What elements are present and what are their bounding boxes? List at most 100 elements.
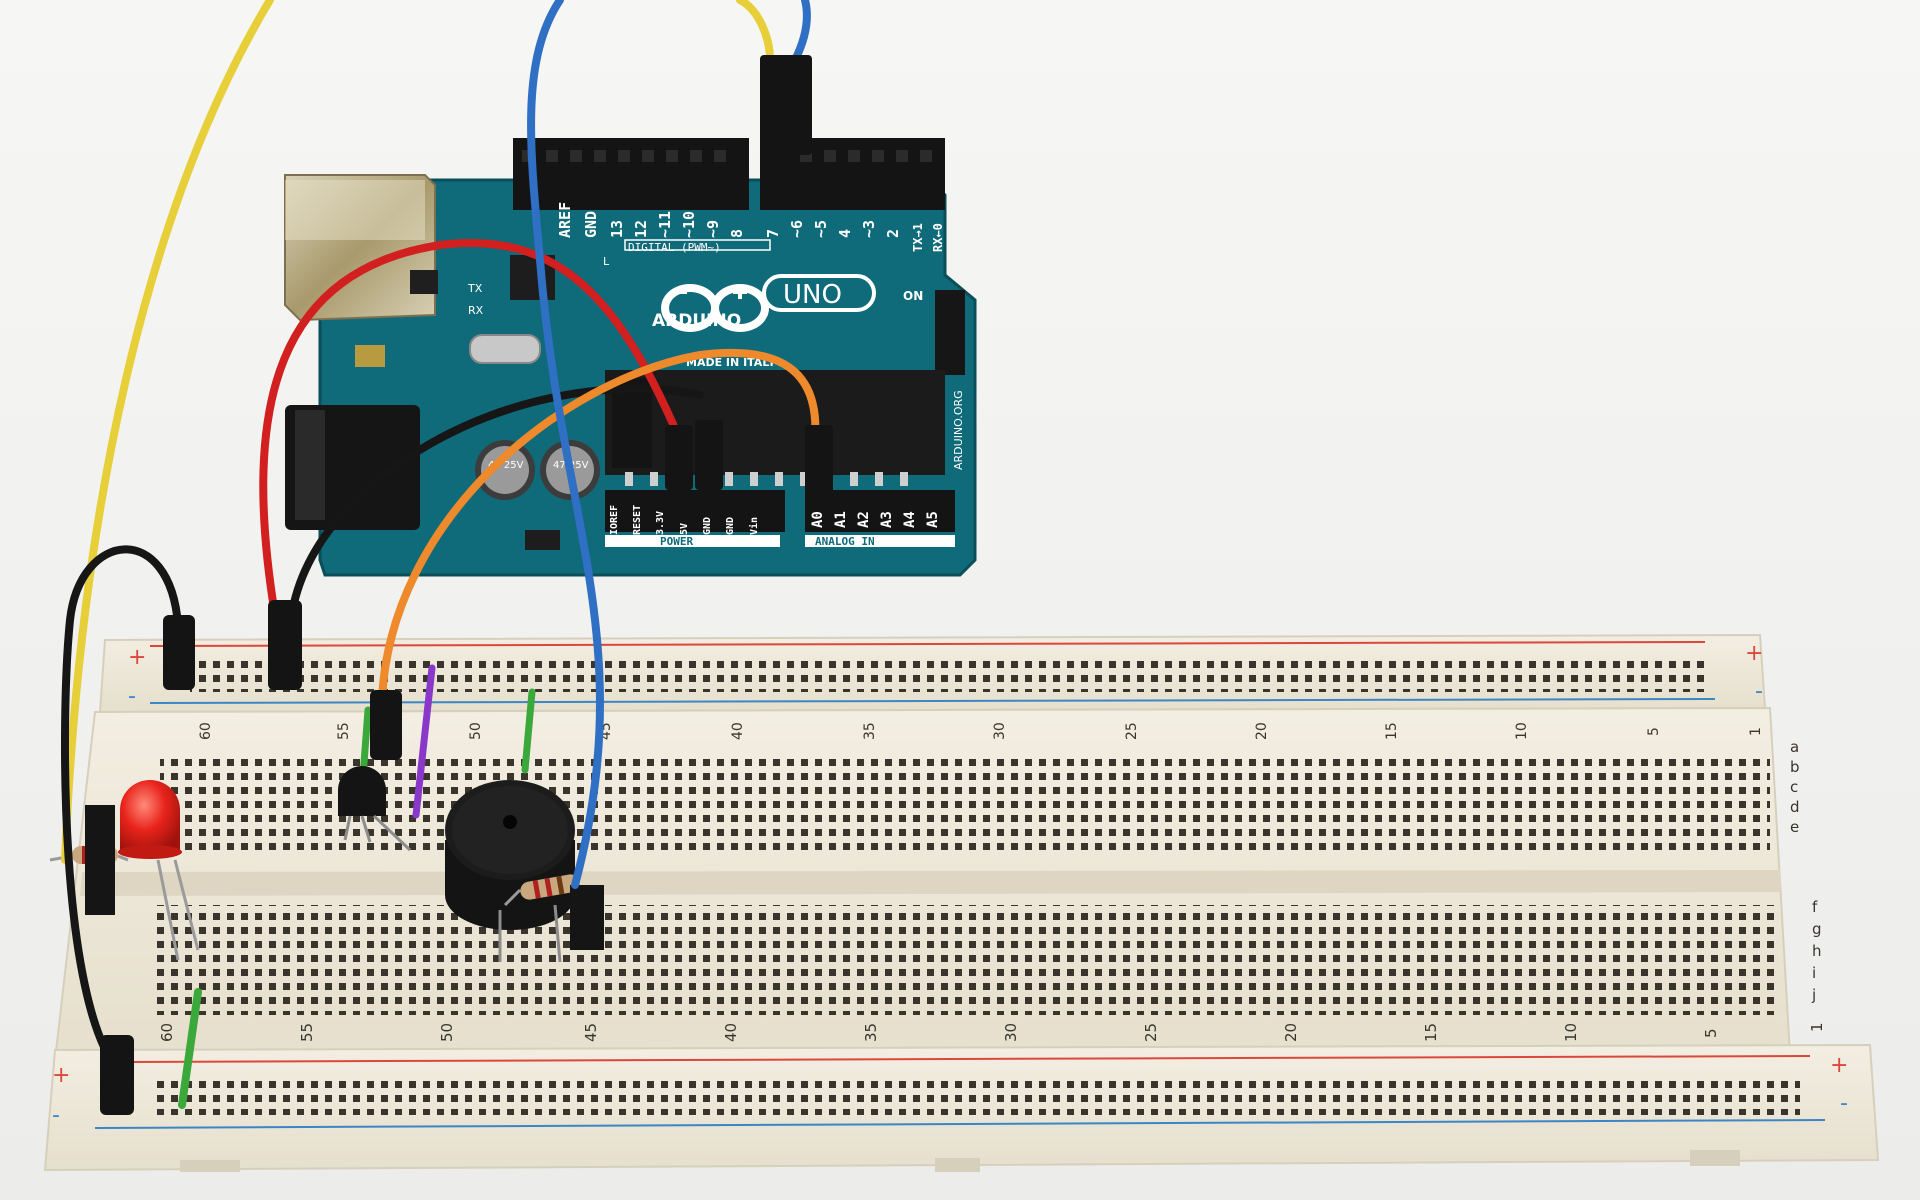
regulator [410,270,438,294]
a0-label: A0 [810,511,826,528]
arduino-logo-text: ARDUINO [652,311,741,331]
crystal-oscillator [469,334,541,364]
col-25-top: 25 [1124,722,1140,740]
pin-1-label: TX→1 [911,223,925,252]
col-10-bottom: 10 [1562,1023,1580,1042]
power-jack [285,405,420,530]
pin-0-label: RX←0 [931,223,945,252]
col-60-bottom: 60 [158,1023,176,1042]
col-40-bottom: 40 [722,1023,740,1042]
analog-pin-labels: A0 A1 A2 A3 A4 A5 [810,511,941,528]
digital-pwm-label: DIGITAL (PWM~) [628,241,721,254]
power-label: POWER [660,535,693,548]
col-1-bottom: 1 [1808,1022,1826,1032]
a5-label: A5 [925,511,941,528]
icsp-header [935,290,965,375]
bottom-rail-plus-right: + [1830,1053,1848,1078]
rx-led-label: RX [468,304,484,317]
wire-connector [85,805,115,915]
bottom-rail-minus-right: - [1840,1091,1848,1116]
aref-label: AREF [556,202,574,238]
col-25-bottom: 25 [1142,1023,1160,1042]
blue-jumper-wire [791,0,811,64]
blue-jumper-wire [527,0,604,889]
row-b: b [1790,758,1800,776]
pin-2-label: 2 [884,229,902,238]
power-pin-labels: IOREF RESET 3.3V 5V GND GND Vin [609,505,760,535]
black-jumper-wire [61,545,182,1074]
col-30-top: 30 [992,722,1008,740]
pin-6-label: ~6 [788,220,806,238]
usb-connector [284,174,436,322]
yellow-jumper-wire [61,0,274,864]
reset-label: RESET [632,505,643,535]
top-column-numbers: 60 55 50 45 40 35 30 25 20 15 10 5 1 [198,722,1764,740]
top-row-letters: a b c d e [1790,738,1800,836]
transistor [338,766,412,852]
digital-pin-labels: AREF GND 13 12 ~11 ~10 ~9 8 7 ~6 ~5 4 ~3… [556,202,945,252]
l-led-label: L [603,255,610,268]
green-jumper-wire [521,688,536,774]
wire-connectors [100,55,833,1115]
purple-jumper-wire [412,664,436,819]
pin-4-label: 4 [836,229,854,238]
dupont-connector [268,600,302,690]
breadboard: + - + - 60 55 50 45 40 35 30 25 20 15 10… [43,633,1880,1172]
col-20-top: 20 [1254,722,1270,740]
pin-7-label: 7 [764,229,782,238]
top-rail-minus-right: - [1755,679,1763,704]
col-20-bottom: 20 [1282,1023,1300,1042]
pin-13-label: 13 [608,220,626,238]
5v-label: 5V [679,523,690,535]
tx-led-label: TX [467,282,483,295]
pin-9-label: ~9 [704,220,722,238]
col-60-top: 60 [198,722,214,740]
pin-5-label: ~5 [812,220,830,238]
pin-12-label: 12 [632,220,650,238]
dupont-connector [805,425,833,495]
ioref-label: IOREF [609,505,620,535]
dupont-connector [760,55,812,155]
pin-8-label: 8 [728,229,746,238]
top-rail-plus-left: + [128,645,146,670]
top-rail-minus-left: - [128,684,136,709]
row-d: d [1790,798,1800,816]
yellow-jumper-wire [736,0,774,64]
minus-icon [673,290,687,294]
fuse [355,345,385,367]
analog-in-label: ANALOG IN [815,535,875,548]
made-in-italy-label: MADE IN ITALY [686,356,777,369]
pin-3-label: ~3 [860,220,878,238]
col-15-bottom: 15 [1422,1023,1440,1042]
diode [525,530,560,550]
a2-label: A2 [856,511,872,528]
uno-label: UNO [783,280,842,310]
bottom-column-numbers: 60 55 50 45 40 35 30 25 20 15 10 5 1 [158,1022,1826,1042]
col-35-bottom: 35 [862,1023,880,1042]
electrolytic-capacitor: 47 25V [475,440,535,500]
col-55-bottom: 55 [298,1023,316,1042]
row-i: i [1812,964,1816,982]
row-j: j [1811,986,1816,1004]
arduino-uno-board: AREF GND 13 12 ~11 ~10 ~9 8 7 ~6 ~5 4 ~3… [284,138,977,577]
analog-header [805,490,955,532]
pin-10-label: ~10 [680,211,698,238]
col-40-top: 40 [730,722,746,740]
arduino-org-label: ARDUINO.ORG [952,390,965,470]
dupont-connector [695,420,723,490]
gnd-top-label: GND [582,211,600,238]
row-g: g [1812,920,1822,938]
top-rail-plus-right: + [1745,641,1763,666]
digital-header [513,138,945,210]
col-5-top: 5 [1646,727,1662,736]
pin-11-label: ~11 [656,211,674,238]
col-55-top: 55 [336,722,352,740]
dupont-connector [163,615,195,690]
bottom-rail-plus-left: + [52,1063,70,1088]
black-jumper-wire [286,384,704,634]
col-10-top: 10 [1514,722,1530,740]
bottom-rail-minus-left: - [52,1103,60,1128]
resistor [503,874,580,907]
capacitor-1-label: 47 25V [488,460,524,471]
